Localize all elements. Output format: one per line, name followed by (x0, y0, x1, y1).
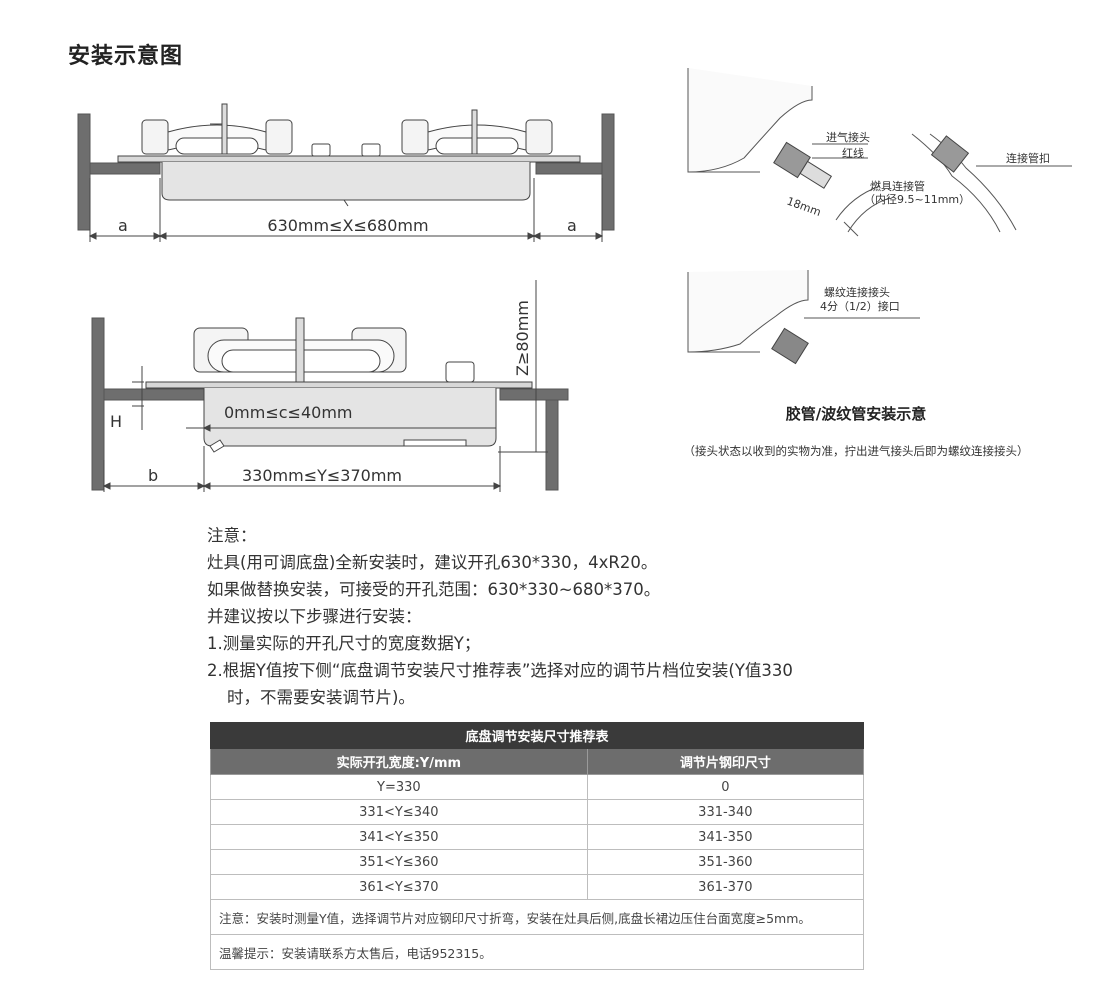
table-cell-mark: 0 (586, 774, 865, 800)
table-row: 341<Y≤350 341-350 (210, 824, 865, 850)
back-countertop (103, 388, 205, 401)
inlet-joint-label: 进气接头 (826, 130, 870, 144)
installation-notes: 注意： 灶具(用可调底盘)全新安装时，建议开孔630*330，4xR20。 如果… (207, 522, 887, 711)
thread-size-label: 4分（1/2）接口 (820, 300, 900, 313)
table-cell-width: 341<Y≤350 (210, 824, 588, 850)
dimension-y-label: 330mm≤Y≤370mm (242, 466, 402, 485)
dimension-c-label: 0mm≤c≤40mm (224, 403, 353, 422)
table-cell-mark: 351-360 (586, 849, 865, 875)
table-caption: 底盘调节安装尺寸推荐表 (210, 722, 864, 749)
chassis-adjustment-table: 底盘调节安装尺寸推荐表 实际开孔宽度:Y/mm 调节片钢印尺寸 Y=330 0 … (210, 722, 865, 970)
table-header-width: 实际开孔宽度:Y/mm (210, 748, 588, 775)
hose-diagram-caption: 胶管/波纹管安装示意 (786, 405, 926, 423)
right-burner (401, 109, 553, 155)
table-row: 351<Y≤360 351-360 (210, 849, 865, 875)
left-burner (141, 103, 293, 155)
notes-line-1: 灶具(用可调底盘)全新安装时，建议开孔630*330，4xR20。 (207, 553, 658, 572)
gas-hose-label: 燃具连接管 (870, 179, 925, 193)
notes-line-5: 2.根据Y值按下侧“底盘调节安装尺寸推荐表”选择对应的调节片档位安装(Y值330 (207, 661, 793, 680)
table-cell-width: 331<Y≤340 (210, 799, 588, 825)
label-a-left: a (118, 216, 128, 235)
left-cabinet-wall (77, 113, 91, 231)
right-cabinet-wall (601, 113, 615, 231)
dimension-z-label: Z≥80mm (513, 300, 532, 376)
right-countertop (535, 162, 603, 175)
table-cell-width: 361<Y≤370 (210, 874, 588, 900)
table-note: 注意：安装时测量Y值，选择调节片对应钢印尺寸折弯，安装在灶具后侧,底盘长裙边压住… (210, 899, 864, 935)
table-cell-mark: 361-370 (586, 874, 865, 900)
table-row: 361<Y≤370 361-370 (210, 874, 865, 900)
installation-diagrams: a 630mm≤X≤680mm a (77, 68, 1072, 492)
table-tip: 温馨提示：安装请联系方太售后，电话952315。 (210, 934, 864, 970)
front-view-diagram (77, 103, 615, 242)
label-b: b (148, 466, 158, 485)
label-h: H (110, 412, 122, 431)
notes-line-5-continued: 时，不需要安装调节片)。 (227, 688, 415, 707)
notes-heading: 注意： (207, 526, 257, 545)
back-cabinet-wall (91, 317, 105, 491)
side-chassis-body (203, 388, 497, 447)
glass-panel (117, 155, 581, 163)
hose-connection-diagram (687, 68, 1072, 365)
left-countertop (89, 162, 161, 175)
page-title: 安装示意图 (68, 44, 184, 69)
front-countertop (499, 388, 569, 401)
chassis-body (161, 162, 531, 201)
front-cabinet-wall (545, 389, 559, 491)
hose-clamp-label: 连接管扣 (1006, 151, 1050, 165)
side-burner (193, 317, 407, 383)
right-knob (361, 143, 381, 157)
notes-line-4: 1.测量实际的开孔尺寸的宽度数据Y； (207, 634, 481, 653)
dimension-x-label: 630mm≤X≤680mm (267, 216, 428, 235)
table-cell-width: 351<Y≤360 (210, 849, 588, 875)
table-row: Y=330 0 (210, 774, 865, 800)
red-line-label: 红线 (842, 146, 864, 160)
length-18mm-label: 18mm (785, 195, 823, 219)
table-header-mark: 调节片钢印尺寸 (586, 748, 865, 775)
left-knob (311, 143, 331, 157)
side-glass-panel (145, 381, 533, 389)
table-cell-mark: 331-340 (586, 799, 865, 825)
label-a-right: a (567, 216, 577, 235)
notes-line-2: 如果做替换安装，可接受的开孔范围：630*330~680*370。 (207, 580, 661, 599)
hose-diameter-label: （内径9.5~11mm） (864, 192, 970, 206)
thread-joint-label: 螺纹连接接头 (824, 285, 890, 299)
table-cell-width: Y=330 (210, 774, 588, 800)
side-view-diagram (91, 280, 569, 492)
table-cell-mark: 341-350 (586, 824, 865, 850)
hose-diagram-subcaption: （接头状态以收到的实物为准，拧出进气接头后即为螺纹连接接头） (684, 444, 1029, 458)
notes-line-3: 并建议按以下步骤进行安装： (207, 607, 422, 626)
side-knob (445, 361, 475, 383)
table-row: 331<Y≤340 331-340 (210, 799, 865, 825)
